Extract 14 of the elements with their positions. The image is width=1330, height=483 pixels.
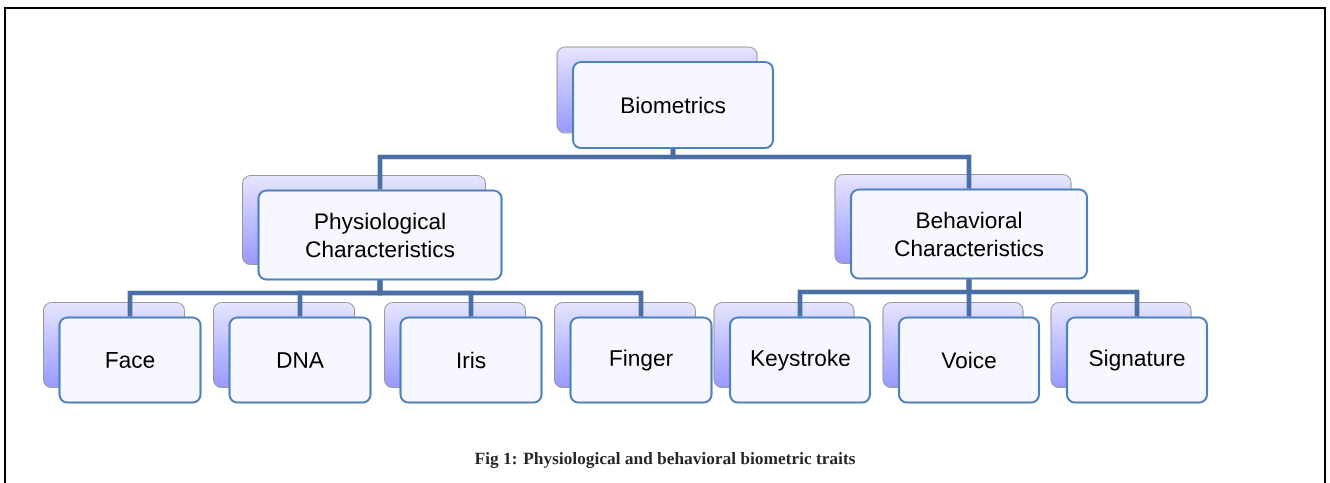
stacked-box: Biometrics [556,46,775,150]
stacked-box: Signature [1050,301,1209,404]
connector-line [377,280,644,317]
stacked-box: Iris [383,301,543,404]
connector-line [966,279,1140,317]
figure-caption: Fig 1: Physiological and behavioral biometric traits [474,452,855,468]
connector-line [670,149,972,189]
stacked-box: Finger [553,301,713,404]
stacked-box: Voice [882,301,1041,404]
stacked-box: Face [42,301,202,404]
stacked-box: DNA [212,301,372,404]
stacked-box: Keystroke [713,301,872,404]
stacked-box: Behavioral Characteristics [834,173,1089,280]
stacked-box: Physiological Characteristics [241,174,503,281]
